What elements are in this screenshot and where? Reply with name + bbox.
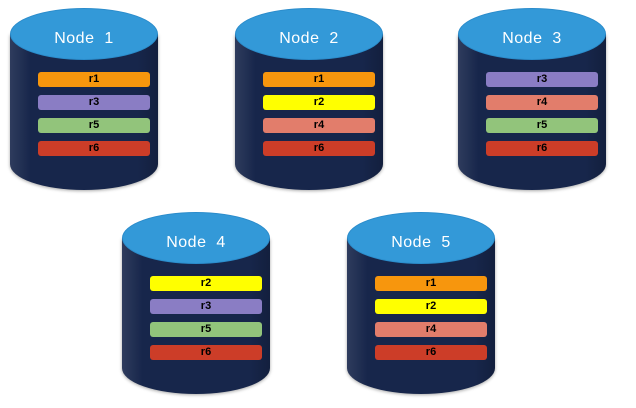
database-node-cylinder[interactable]: Node 1 r1 r3 r5 r6 xyxy=(10,8,158,190)
cylinder-body xyxy=(458,34,606,190)
cylinder-top-ellipse xyxy=(10,8,158,60)
database-node-cylinder[interactable]: Node 5 r1 r2 r4 r6 xyxy=(347,212,495,394)
node-label: Node 4 xyxy=(166,234,226,251)
replica-bar[interactable]: r6 xyxy=(375,345,487,360)
database-node-cylinder[interactable]: Node 3 r3 r4 r5 r6 xyxy=(458,8,606,190)
replica-list: r1 r3 r5 r6 xyxy=(38,72,150,156)
database-node-cylinder[interactable]: Node 4 r2 r3 r5 r6 xyxy=(122,212,270,394)
replica-bar[interactable]: r3 xyxy=(38,95,150,110)
cylinder-top-ellipse xyxy=(122,212,270,264)
replica-bar[interactable]: r2 xyxy=(375,299,487,314)
replica-bar[interactable]: r3 xyxy=(150,299,262,314)
replica-bar[interactable]: r4 xyxy=(263,118,375,133)
replica-bar[interactable]: r6 xyxy=(486,141,598,156)
cylinder-top-ellipse xyxy=(235,8,383,60)
replica-bar[interactable]: r5 xyxy=(150,322,262,337)
replica-bar[interactable]: r1 xyxy=(375,276,487,291)
replica-bar[interactable]: r4 xyxy=(375,322,487,337)
replica-bar[interactable]: r6 xyxy=(38,141,150,156)
replica-bar[interactable]: r6 xyxy=(150,345,262,360)
replica-list: r1 r2 r4 r6 xyxy=(375,276,487,360)
replica-bar[interactable]: r6 xyxy=(263,141,375,156)
node-label: Node 5 xyxy=(391,234,451,251)
replica-list: r2 r3 r5 r6 xyxy=(150,276,262,360)
replica-bar[interactable]: r5 xyxy=(38,118,150,133)
node-label: Node 3 xyxy=(502,30,562,47)
cylinder-body xyxy=(122,238,270,394)
cylinder-body xyxy=(347,238,495,394)
replica-bar[interactable]: r5 xyxy=(486,118,598,133)
cylinder-top-ellipse xyxy=(347,212,495,264)
replica-list: r3 r4 r5 r6 xyxy=(486,72,598,156)
replica-bar[interactable]: r2 xyxy=(263,95,375,110)
cylinder-body xyxy=(235,34,383,190)
node-label: Node 1 xyxy=(54,30,114,47)
replica-bar[interactable]: r2 xyxy=(150,276,262,291)
cylinder-body xyxy=(10,34,158,190)
replica-bar[interactable]: r1 xyxy=(263,72,375,87)
replica-list: r1 r2 r4 r6 xyxy=(263,72,375,156)
database-node-cylinder[interactable]: Node 2 r1 r2 r4 r6 xyxy=(235,8,383,190)
replica-bar[interactable]: r1 xyxy=(38,72,150,87)
replica-bar[interactable]: r3 xyxy=(486,72,598,87)
node-label: Node 2 xyxy=(279,30,339,47)
replica-bar[interactable]: r4 xyxy=(486,95,598,110)
cylinder-top-ellipse xyxy=(458,8,606,60)
